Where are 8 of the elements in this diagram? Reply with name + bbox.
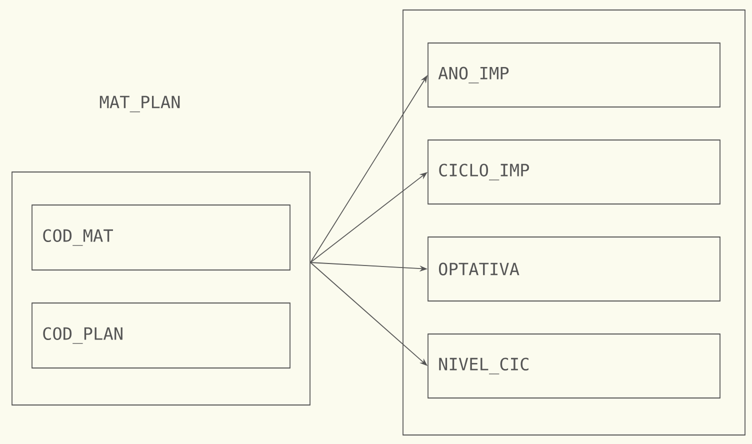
field-box: COD_PLAN <box>32 302 290 368</box>
field-box: NIVEL_CIC <box>428 334 720 398</box>
field-box: COD_MAT <box>32 204 290 270</box>
group-box <box>402 10 746 436</box>
entity-title: MAT_PLAN <box>100 96 180 112</box>
field-box: ANO_IMP <box>428 42 720 108</box>
field-box: CICLO_IMP <box>428 140 720 204</box>
field-box: OPTATIVA <box>428 236 720 302</box>
